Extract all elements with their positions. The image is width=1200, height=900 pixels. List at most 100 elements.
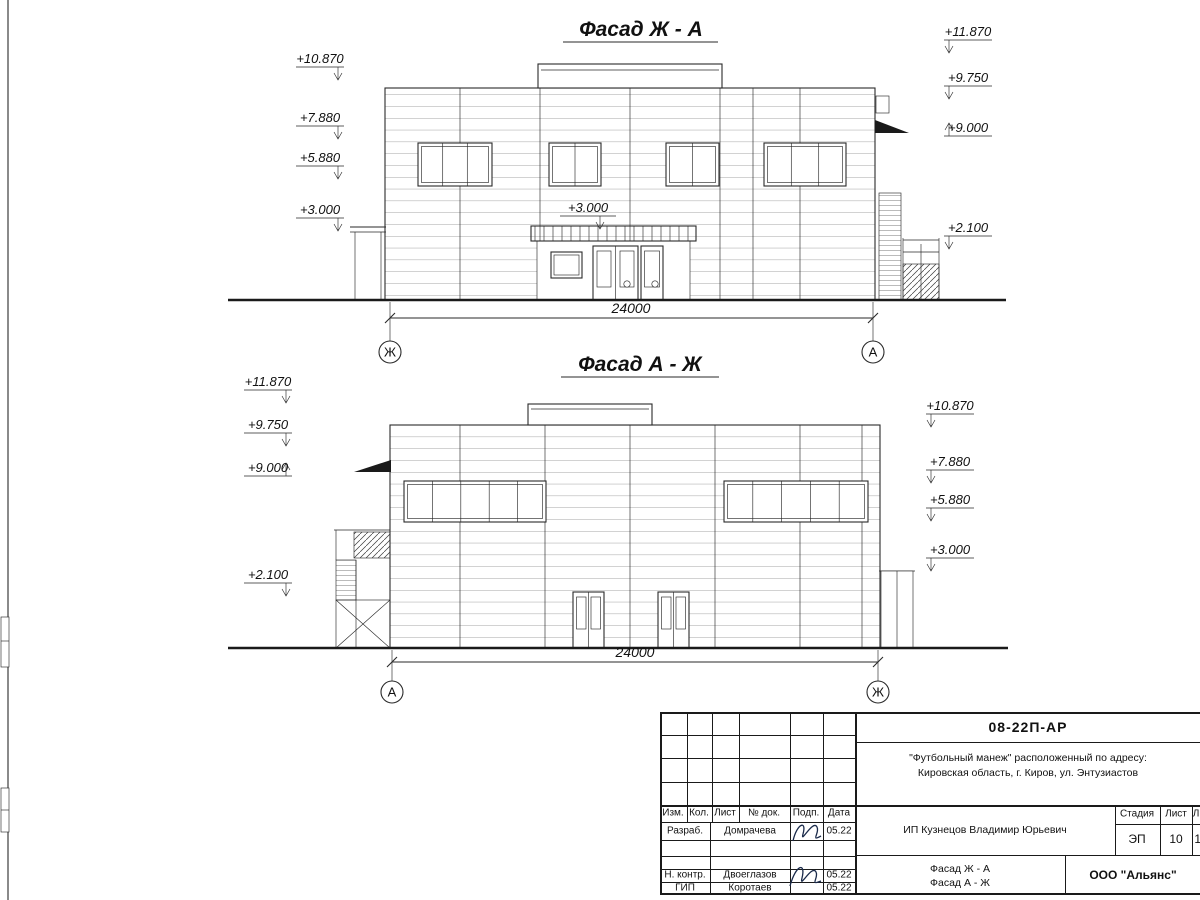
- sheet-border-frame: [0, 0, 10, 900]
- grid-line: [660, 856, 855, 857]
- title-block: Изм. Кол. Лист № док. Подп. Дата Разраб.…: [660, 712, 1200, 895]
- row-role: Разраб.: [666, 825, 704, 837]
- sheet-value: 10: [1169, 832, 1183, 846]
- col-header-data: Дата: [827, 807, 851, 819]
- grid-line: [790, 712, 791, 895]
- col-header-izm: Изм.: [662, 807, 684, 819]
- facade-top-elevations-right: +11.870 +9.750 +9.000 +2.100: [944, 24, 992, 250]
- grid-line: [855, 855, 1200, 856]
- row-role: Н. контр.: [664, 869, 706, 881]
- elevation-mark: +10.870: [926, 398, 974, 413]
- elevation-mark: +9.750: [248, 417, 289, 432]
- grid-line: [660, 840, 855, 841]
- facade-top-left-canopy: [350, 226, 386, 300]
- project-description-line1: "Футбольный манеж" расположенный по адре…: [909, 752, 1147, 764]
- elevation-mark: +3.000: [300, 202, 341, 217]
- door-handle-icon: [623, 280, 631, 288]
- row-name: Двоеглазов: [723, 869, 777, 881]
- document-number: 08-22П-АР: [988, 719, 1068, 735]
- elevation-mark: +9.000: [948, 120, 989, 135]
- facade-bottom-dimension: 24000: [386, 644, 884, 681]
- title-block-border: [660, 712, 1200, 714]
- grid-line: [1115, 824, 1200, 825]
- title-block-border: [660, 712, 662, 895]
- row-name: Коротаев: [728, 882, 772, 894]
- sheets-label: Листов: [1192, 808, 1200, 820]
- col-header-kol: Кол.: [689, 807, 709, 819]
- elevation-mark: +7.880: [930, 454, 971, 469]
- facade-top-windows: [417, 142, 847, 187]
- elevation-mark: +11.870: [245, 374, 292, 389]
- grid-line: [660, 882, 855, 883]
- elevation-mark: +5.880: [930, 492, 971, 507]
- drawing-subject-line1: Фасад Ж - А: [930, 863, 990, 875]
- canopy-wedge-icon: [354, 460, 391, 472]
- grid-line: [1192, 805, 1193, 855]
- facade-top-building: [228, 63, 1006, 302]
- facade-bottom-windows: [403, 480, 869, 523]
- title-block-border: [660, 893, 1200, 895]
- signature-row1: [792, 824, 822, 842]
- grid-line: [712, 712, 713, 822]
- axis-label: А: [388, 685, 397, 700]
- grid-line: [660, 822, 855, 823]
- signature-rows-2-3: [789, 867, 822, 887]
- grid-line: [660, 735, 855, 736]
- elevation-mark: +7.880: [300, 110, 341, 125]
- grid-line: [660, 758, 855, 759]
- elevation-mark: +5.880: [300, 150, 341, 165]
- facade-top-entrance: [530, 225, 697, 301]
- facade-top-axes: Ж А: [378, 340, 885, 364]
- col-header-list: Лист: [714, 807, 736, 819]
- facade-top-center-mark: +3.000: [560, 200, 616, 230]
- door-handle-icon: [651, 280, 659, 288]
- axis-label: Ж: [872, 685, 884, 700]
- canopy-wedge-icon: [875, 120, 909, 133]
- grid-line: [739, 712, 740, 822]
- facade-top-title: Фасад Ж - А: [579, 18, 703, 41]
- grid-line: [687, 712, 688, 822]
- grid-line: [1115, 805, 1116, 855]
- facade-top-dimension: 24000: [384, 300, 879, 341]
- row-name: Домрачева: [724, 825, 776, 837]
- project-description-line2: Кировская область, г. Киров, ул. Энтузиа…: [917, 767, 1139, 779]
- col-header-podp: Подп.: [792, 807, 820, 819]
- elevation-mark: +3.000: [930, 542, 971, 557]
- elevation-mark: +9.750: [948, 70, 989, 85]
- grid-line: [1160, 805, 1161, 855]
- grid-line: [660, 782, 855, 783]
- client-name: ИП Кузнецов Владимир Юрьевич: [903, 824, 1067, 836]
- stage-value: ЭП: [1128, 832, 1146, 846]
- grid-line: [660, 805, 1200, 807]
- facade-bottom-elevations-right: +10.870 +7.880 +5.880 +3.000: [926, 398, 974, 572]
- grid-line: [660, 869, 855, 870]
- facade-bottom-building: [228, 403, 1008, 650]
- sheets-value: 17: [1194, 832, 1200, 846]
- facade-top: Фасад Ж - А: [228, 18, 1006, 364]
- axis-label: А: [869, 345, 878, 360]
- grid-line: [855, 742, 1200, 743]
- row-date: 05.22: [826, 825, 852, 837]
- elevation-mark: +2.100: [248, 567, 289, 582]
- grid-line: [823, 712, 824, 895]
- facade-top-elevations-left: +10.870 +7.880 +5.880 +3.000: [296, 51, 344, 232]
- facade-bottom-title: Фасад А - Ж: [578, 353, 703, 376]
- grid-line: [710, 822, 711, 895]
- title-block-divider: [855, 712, 857, 895]
- stage-label: Стадия: [1119, 808, 1155, 820]
- elevation-mark: +2.100: [948, 220, 989, 235]
- facade-bottom-elevations-left: +11.870 +9.750 +9.000 +2.100: [244, 374, 292, 597]
- facade-bottom-right-annex: [879, 570, 915, 649]
- dimension-value: 24000: [615, 644, 655, 660]
- row-role: ГИП: [675, 882, 695, 894]
- col-header-doc: № док.: [747, 807, 781, 819]
- elevation-mark: +10.870: [296, 51, 344, 66]
- facade-bottom-axes: А Ж: [380, 680, 890, 704]
- dimension-value: 24000: [611, 300, 651, 316]
- drawing-subject-line2: Фасад А - Ж: [930, 877, 990, 889]
- row-date: 05.22: [826, 869, 852, 881]
- elevation-mark: +11.870: [945, 24, 992, 39]
- facade-bottom-left-stairs: [334, 460, 391, 649]
